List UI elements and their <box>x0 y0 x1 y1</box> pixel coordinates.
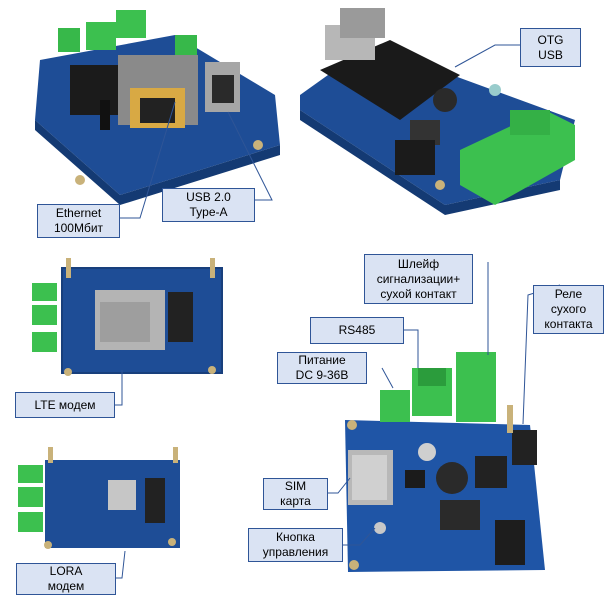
label-rele: Реле сухого контакта <box>533 285 604 334</box>
label-lte: LTE модем <box>15 392 115 418</box>
label-rs485: RS485 <box>310 317 404 344</box>
label-sim: SIM карта <box>263 478 328 510</box>
label-lora: LORA модем <box>16 563 116 595</box>
label-ethernet: Ethernet 100Мбит <box>37 204 120 238</box>
label-otg: OTG USB <box>520 28 581 67</box>
label-pitanie: Питание DC 9-36В <box>277 352 367 384</box>
label-usb20: USB 2.0 Type-A <box>162 188 255 222</box>
label-knopka: Кнопка управления <box>248 528 343 562</box>
label-shleif: Шлейф сигнализации+ сухой контакт <box>364 254 473 304</box>
